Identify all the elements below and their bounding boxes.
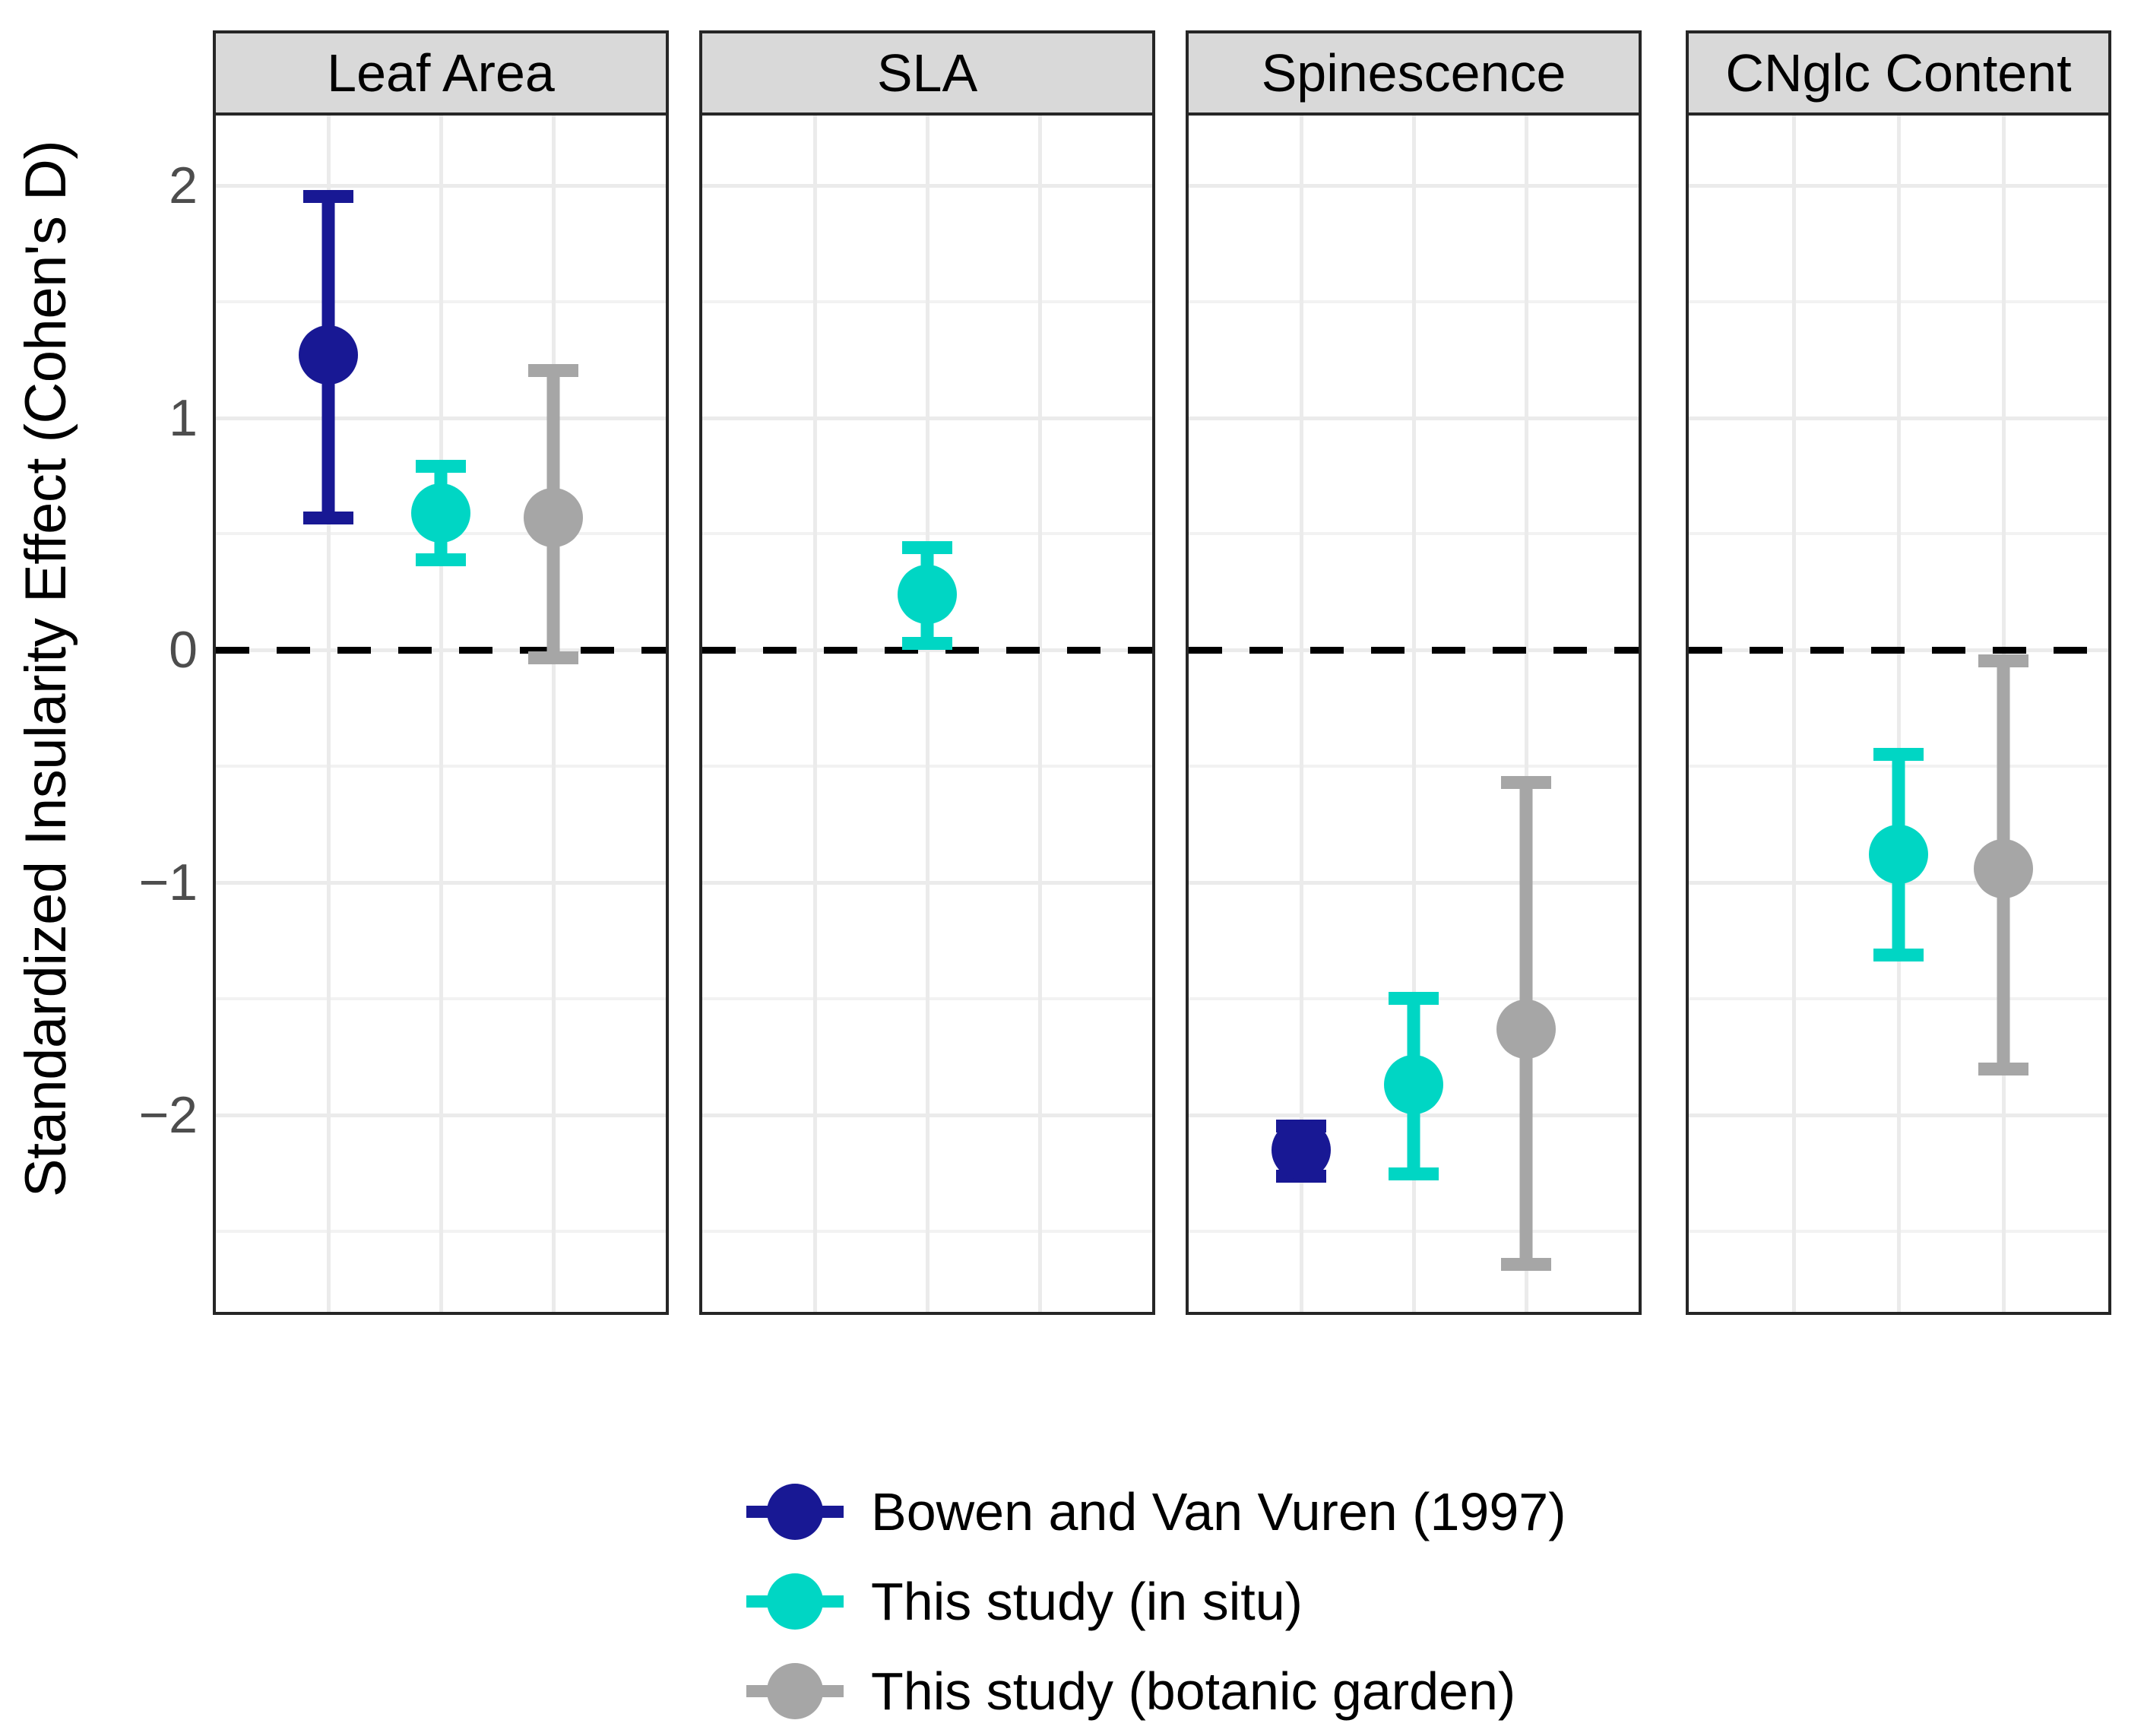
legend-whisker-left-icon [746, 1506, 772, 1518]
y-axis-title: Standardized Insularity Effect (Cohen's … [13, 140, 78, 1198]
panel-body [1686, 116, 2111, 1315]
facet-panel-leaf-area: Leaf Area [213, 30, 669, 1315]
legend-item[interactable]: This study (botanic garden) [0, 1646, 2144, 1736]
gridline-vertical [1525, 116, 1528, 1312]
error-bar-point [1271, 116, 1332, 1312]
error-bar-cap-upper [1873, 747, 1924, 761]
error-bar-cap-upper [902, 540, 952, 554]
error-bar-cap-lower [1873, 949, 1924, 962]
y-tick-label: −2 [138, 1086, 198, 1144]
gridline-vertical [1300, 116, 1303, 1312]
error-bar-cap-upper [1389, 991, 1439, 1005]
legend-whisker-right-icon [818, 1506, 844, 1518]
y-axis-tick-labels: 2 1 0 −1 −2 [106, 0, 198, 1734]
gridline-vertical [813, 116, 817, 1312]
legend-item[interactable]: This study (in situ) [0, 1557, 2144, 1646]
y-tick-label: 2 [169, 156, 198, 214]
gridline-vertical [1897, 116, 1901, 1312]
y-tick-label: 0 [169, 621, 198, 680]
legend-key-marker-icon [745, 1565, 845, 1638]
legend-whisker-left-icon [746, 1685, 772, 1697]
facet-strip-label: CNglc Content [1725, 43, 2072, 103]
facet-strip-header: CNglc Content [1686, 30, 2111, 116]
legend-whisker-right-icon [818, 1685, 844, 1697]
data-point [1496, 999, 1556, 1059]
error-bar-point [1868, 116, 1929, 1312]
legend-label: This study (in situ) [871, 1572, 1303, 1631]
error-bar-cap-upper [1978, 654, 2028, 668]
error-bar-cap-lower [902, 637, 952, 651]
data-point [1974, 838, 2033, 898]
legend-key-marker-icon [745, 1475, 845, 1548]
data-point [299, 325, 358, 385]
error-bar-cap-lower [1389, 1167, 1439, 1180]
facet-strip-header: SLA [699, 30, 1155, 116]
legend: Bowen and Van Vuren (1997) This study (in… [0, 1467, 2144, 1736]
error-bar-point [1973, 116, 2034, 1312]
zero-reference-line [702, 647, 1152, 654]
plot-area [216, 116, 666, 1312]
facet-strip-label: Leaf Area [327, 43, 555, 103]
facet-panel-spinescence: Spinescence [1186, 30, 1642, 1315]
gridline-vertical [1792, 116, 1796, 1312]
error-bar-cap-upper [303, 189, 353, 203]
error-bar-cap-upper [416, 459, 466, 473]
zero-reference-line [1189, 647, 1639, 654]
panel-body [213, 116, 669, 1315]
data-point [524, 488, 583, 548]
error-bar-point [523, 116, 584, 1312]
y-tick-label: 1 [169, 388, 198, 447]
error-bar-point [1496, 116, 1557, 1312]
error-bar-point [410, 116, 471, 1312]
gridline-vertical [926, 116, 929, 1312]
facet-strip-label: SLA [876, 43, 978, 103]
facet-strip-label: Spinescence [1261, 43, 1566, 103]
error-bar-point [897, 116, 958, 1312]
plot-area [702, 116, 1152, 1312]
legend-item[interactable]: Bowen and Van Vuren (1997) [0, 1467, 2144, 1557]
error-bar-cap-lower [1978, 1063, 2028, 1075]
facet-panel-sla: SLA [699, 30, 1155, 1315]
gridline-vertical [327, 116, 331, 1312]
facet-panel-cnglc-content: CNglc Content [1686, 30, 2111, 1315]
data-point [1869, 825, 1928, 885]
legend-label: This study (botanic garden) [871, 1662, 1516, 1721]
legend-dot-icon [767, 1484, 823, 1540]
data-point [411, 483, 470, 543]
gridline-vertical [1412, 116, 1416, 1312]
plot-area [1189, 116, 1639, 1312]
gridline-vertical [1038, 116, 1042, 1312]
error-bar-cap-lower [416, 553, 466, 567]
panel-body [699, 116, 1155, 1315]
error-bar-cap-lower [1501, 1257, 1551, 1271]
zero-reference-line [1689, 647, 2108, 654]
data-point [1272, 1120, 1331, 1180]
facet-strip-header: Leaf Area [213, 30, 669, 116]
error-bar-cap-lower [528, 651, 578, 664]
legend-dot-icon [767, 1573, 823, 1630]
y-tick-label: −1 [138, 854, 198, 912]
error-bar-cap-lower [303, 512, 353, 525]
legend-key-marker-icon [745, 1655, 845, 1728]
error-bar-cap-upper [1501, 775, 1551, 789]
zero-reference-line [216, 647, 666, 654]
plot-area [1689, 116, 2108, 1312]
data-point [898, 564, 957, 624]
data-point [1384, 1055, 1443, 1115]
error-bar-point [298, 116, 359, 1312]
gridline-vertical [552, 116, 556, 1312]
facet-strip-header: Spinescence [1186, 30, 1642, 116]
legend-dot-icon [767, 1663, 823, 1719]
legend-label: Bowen and Van Vuren (1997) [871, 1482, 1566, 1541]
error-bar-point [1383, 116, 1444, 1312]
legend-whisker-right-icon [818, 1595, 844, 1608]
gridline-vertical [439, 116, 443, 1312]
panel-body [1186, 116, 1642, 1315]
error-bar-cap-upper [528, 364, 578, 378]
legend-whisker-left-icon [746, 1595, 772, 1608]
